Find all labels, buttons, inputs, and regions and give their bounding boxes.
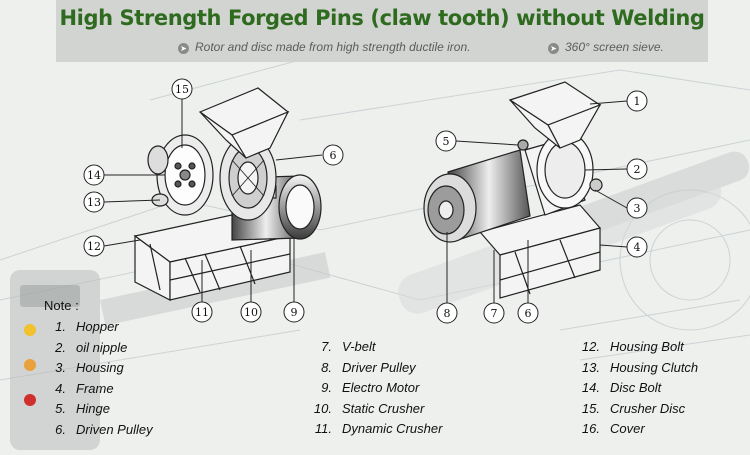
crusher-disc xyxy=(147,134,214,216)
legend-item: 9. Electro Motor xyxy=(310,380,419,395)
legend-label: Cover xyxy=(610,421,645,437)
hopper xyxy=(508,81,602,149)
legend-number: 11. xyxy=(314,421,332,437)
legend-label: Housing Clutch xyxy=(610,359,699,375)
legend-item: 14. Disc Bolt xyxy=(578,380,661,395)
legend-label: Disc Bolt xyxy=(610,380,662,396)
legend-item: 2. oil nipple xyxy=(48,340,127,355)
callout-4: 4 xyxy=(634,241,641,254)
legend-item: 16. Cover xyxy=(578,421,645,436)
legend-number: 3. xyxy=(55,360,66,376)
callout-6: 6 xyxy=(525,307,532,320)
legend-item: 7. V-belt xyxy=(310,339,375,354)
legend-item: 13. Housing Clutch xyxy=(578,360,698,375)
legend-number: 13. xyxy=(581,359,600,375)
legend-item: 10. Static Crusher xyxy=(310,401,424,416)
legend-label: Driver Pulley xyxy=(342,359,416,375)
hopper xyxy=(198,87,290,159)
callout-3: 3 xyxy=(634,202,641,215)
callout-7: 7 xyxy=(491,307,498,320)
feature-text: 360° screen sieve. xyxy=(565,40,664,54)
legend-item: 1. Hopper xyxy=(48,319,119,334)
callout-2: 2 xyxy=(634,163,641,176)
callout-10: 10 xyxy=(244,306,258,319)
right-machine xyxy=(423,81,603,299)
legend-number: 15. xyxy=(581,400,600,416)
legend-label: Hinge xyxy=(76,401,110,417)
legend-item: 15. Crusher Disc xyxy=(578,401,685,416)
legend-number: 4. xyxy=(55,380,66,396)
legend-label: Crusher Disc xyxy=(610,400,686,416)
oil-nipple xyxy=(517,139,529,151)
legend-number: 16. xyxy=(581,421,600,437)
legend-item: 6. Driven Pulley xyxy=(48,422,153,437)
legend-item: 3. Housing xyxy=(48,360,124,375)
callout-9: 9 xyxy=(291,306,298,319)
legend-item: 11. Dynamic Crusher xyxy=(310,421,443,437)
feature-item: ➤ Rotor and disc made from high strength … xyxy=(178,40,470,54)
callout-1: 1 xyxy=(634,95,641,108)
legend-label: Frame xyxy=(76,380,114,396)
legend-label: Driven Pulley xyxy=(76,422,153,437)
legend-number: 14. xyxy=(581,380,600,396)
page-title: High Strength Forged Pins (claw tooth) w… xyxy=(59,6,705,30)
callout-8: 8 xyxy=(444,307,451,320)
legend-item: 5. Hinge xyxy=(48,401,110,416)
legend-item: 4. Frame xyxy=(48,380,114,396)
arrow-right-circle-icon: ➤ xyxy=(178,43,189,54)
left-machine xyxy=(133,87,322,301)
frame xyxy=(133,209,292,301)
legend-label: Electro Motor xyxy=(342,380,420,396)
callout-14: 14 xyxy=(87,169,101,182)
callout-13: 13 xyxy=(87,196,101,209)
legend-label: V-belt xyxy=(342,339,376,354)
housing xyxy=(524,131,603,216)
legend-item: 8. Driver Pulley xyxy=(310,360,416,375)
feature-text: Rotor and disc made from high strength d… xyxy=(195,40,471,54)
arrow-right-circle-icon: ➤ xyxy=(548,43,559,54)
header-banner: High Strength Forged Pins (claw tooth) w… xyxy=(56,0,708,62)
legend-number: 7. xyxy=(321,339,332,354)
right-callouts xyxy=(435,90,648,324)
legend-number: 12. xyxy=(581,339,600,354)
callout-6: 6 xyxy=(330,149,337,162)
legend-number: 9. xyxy=(321,380,332,396)
electro-motor xyxy=(423,149,531,243)
legend-label: Static Crusher xyxy=(342,400,425,416)
housing xyxy=(219,135,277,221)
legend-label: Hopper xyxy=(76,319,119,334)
legend-item: 12. Housing Bolt xyxy=(578,339,684,354)
legend-number: 8. xyxy=(321,359,332,375)
callout-15: 15 xyxy=(175,83,189,96)
callout-5: 5 xyxy=(443,135,450,148)
legend-label: Housing Bolt xyxy=(610,339,684,354)
legend-number: 10. xyxy=(313,400,332,416)
legend-number: 6. xyxy=(55,422,66,437)
feature-item: ➤ 360° screen sieve. xyxy=(548,40,664,54)
legend-label: Housing xyxy=(76,360,124,376)
legend-number: 2. xyxy=(55,339,66,355)
callout-12: 12 xyxy=(87,240,101,253)
legend-label: oil nipple xyxy=(76,339,128,355)
legend-number: 1. xyxy=(55,319,66,334)
legend-label: Dynamic Crusher xyxy=(342,421,443,437)
notes-title: Note : xyxy=(44,298,79,313)
left-callouts xyxy=(83,78,344,323)
legend-number: 5. xyxy=(55,401,66,417)
callout-11: 11 xyxy=(195,306,209,319)
